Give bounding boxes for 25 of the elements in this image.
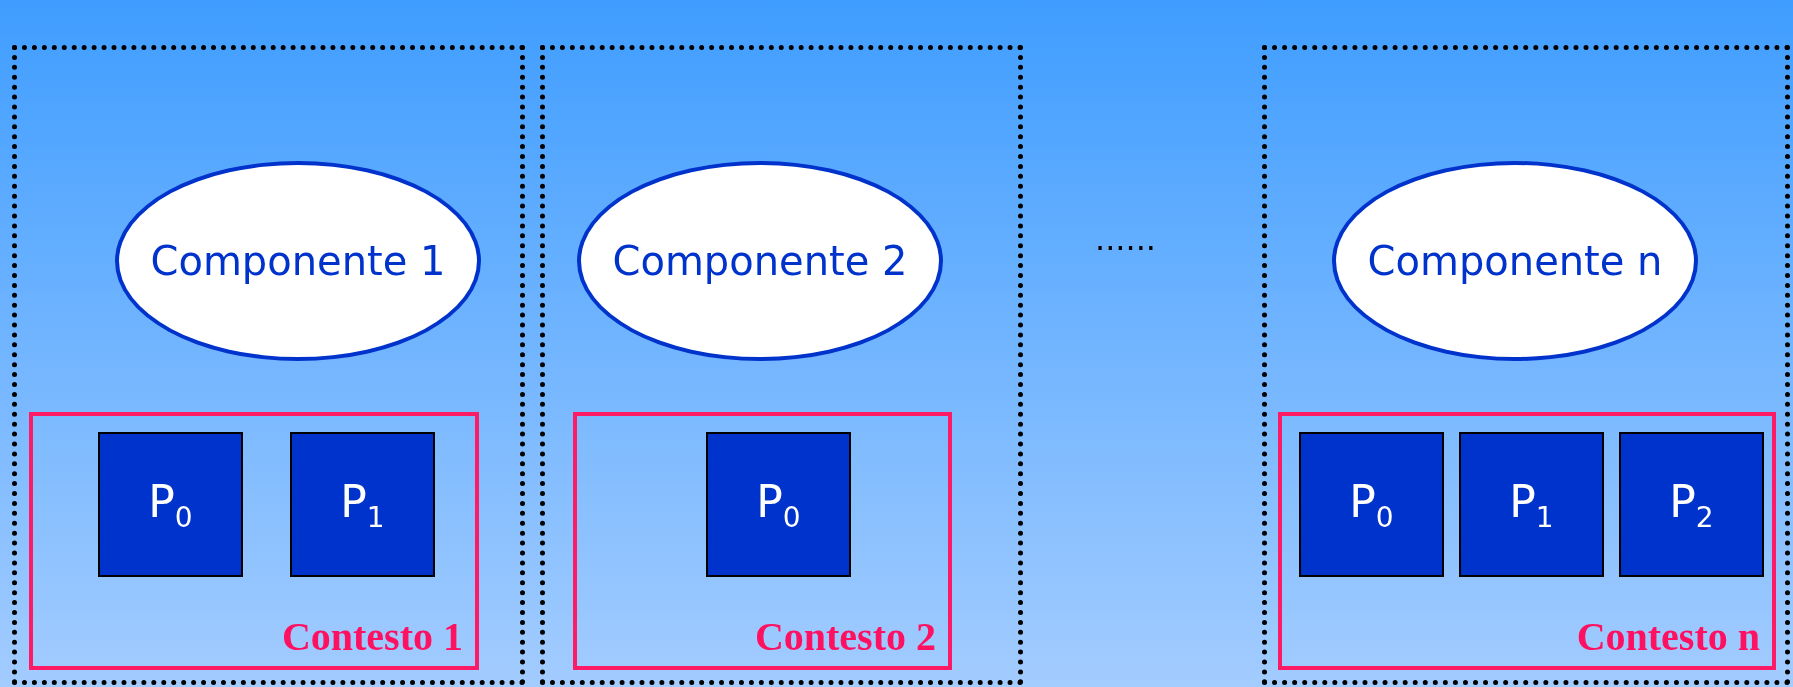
context-label: Contesto 2 bbox=[754, 613, 936, 660]
process-label: P$_{2}$ bbox=[1669, 475, 1714, 534]
component-label: Componente 2 bbox=[612, 238, 908, 284]
context-label: Contesto n bbox=[1576, 613, 1760, 660]
dotted-frame bbox=[540, 45, 1023, 685]
dotted-frame bbox=[12, 45, 525, 685]
process-label: P$_{1}$ bbox=[1509, 475, 1554, 534]
process-box bbox=[290, 432, 435, 577]
context-label: Contesto 1 bbox=[281, 613, 463, 660]
process-box bbox=[1459, 432, 1604, 577]
dotted-frame bbox=[1262, 45, 1790, 685]
process-box bbox=[1299, 432, 1444, 577]
ellipsis-text: ...... bbox=[1095, 220, 1157, 258]
process-box bbox=[98, 432, 243, 577]
process-label: P$_{0}$ bbox=[1349, 475, 1394, 534]
process-label: P$_{0}$ bbox=[148, 475, 193, 534]
process-box bbox=[1619, 432, 1764, 577]
component-label: Componente 1 bbox=[150, 238, 446, 284]
process-box bbox=[706, 432, 851, 577]
process-label: P$_{1}$ bbox=[340, 475, 385, 534]
process-label: P$_{0}$ bbox=[756, 475, 801, 534]
context-box bbox=[1278, 412, 1776, 670]
context-box bbox=[573, 412, 952, 670]
component-label: Componente n bbox=[1367, 238, 1663, 284]
context-box bbox=[29, 412, 479, 670]
